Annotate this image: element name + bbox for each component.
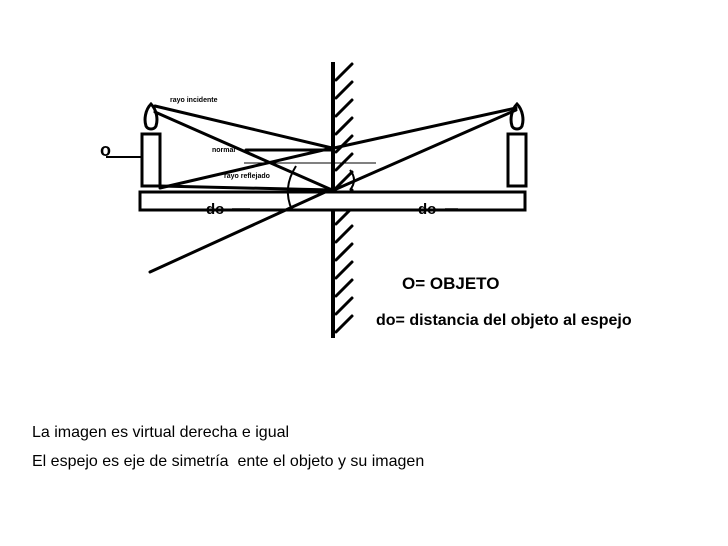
caption-virtual-image: La imagen es virtual derecha e igual	[32, 424, 290, 441]
extended-ray	[148, 186, 336, 274]
legend-distance: do= distancia del objeto al espejo	[376, 312, 632, 329]
distance-label-left: do	[206, 201, 224, 218]
virtual-ray-a	[332, 106, 518, 150]
incident-ray-long	[153, 110, 334, 192]
angle-arc-right	[349, 169, 355, 191]
reflected-ray-top	[158, 146, 334, 190]
incident-ray-label: rayo incidente	[170, 97, 218, 104]
object-marker-label: o	[100, 140, 111, 160]
reflected-ray-low	[158, 184, 334, 192]
legend-object: O= OBJETO	[402, 274, 499, 293]
normal-label: normal	[212, 147, 235, 154]
caption-symmetry-axis: El espejo es eje de simetría ente el obj…	[32, 453, 425, 470]
distance-label-right: do	[418, 201, 436, 218]
image-candle	[506, 101, 528, 188]
rays	[148, 104, 518, 274]
reflected-ray-label: rayo reflejado	[224, 173, 270, 180]
object-candle	[140, 101, 162, 188]
virtual-ray-b	[332, 108, 518, 192]
base-bar	[138, 190, 527, 212]
angle-arc-left	[286, 165, 297, 211]
mirror-hatching	[334, 62, 354, 334]
incident-ray-top	[153, 104, 334, 150]
